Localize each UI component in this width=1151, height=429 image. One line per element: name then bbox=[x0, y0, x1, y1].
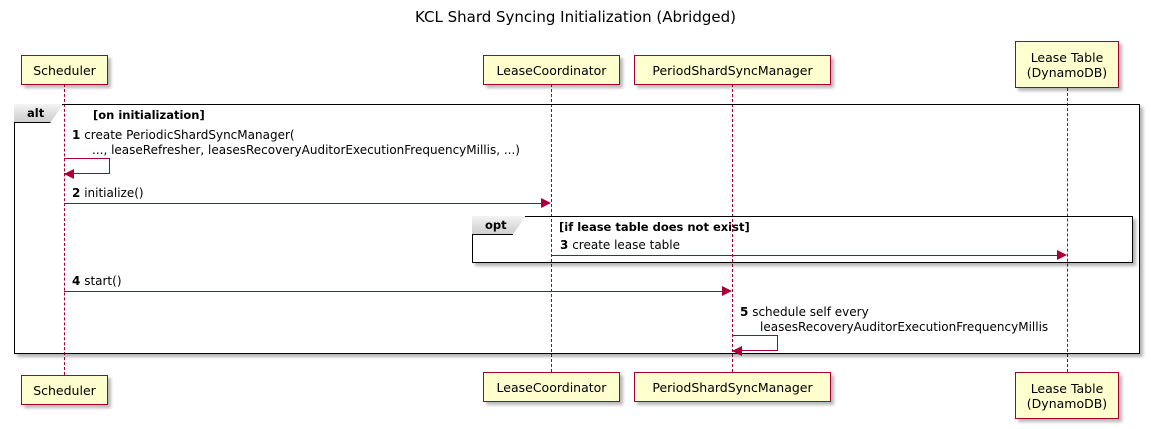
participant-lease-table-bottom[interactable]: Lease Table (DynamoDB) bbox=[1015, 372, 1119, 419]
fragment-alt: alt bbox=[14, 104, 1140, 354]
participant-scheduler-top[interactable]: Scheduler bbox=[21, 55, 108, 85]
message-4-number: 4 bbox=[72, 274, 81, 288]
message-1-text-line2: ..., leaseRefresher, leasesRecoveryAudit… bbox=[92, 143, 520, 157]
participant-scheduler-bottom[interactable]: Scheduler bbox=[21, 375, 108, 405]
participant-label: PeriodShardSyncManager bbox=[652, 379, 813, 395]
fragment-alt-condition: [on initialization] bbox=[93, 108, 205, 122]
message-2-text-line1: initialize() bbox=[84, 186, 144, 200]
lifeline-lease-coordinator bbox=[551, 84, 552, 372]
participant-label: PeriodShardSyncManager bbox=[652, 62, 813, 78]
message-4-line bbox=[64, 291, 723, 292]
lifeline-lease-table bbox=[1067, 88, 1068, 372]
fragment-opt-condition: [if lease table does not exist] bbox=[559, 220, 750, 234]
lifeline-period-shard-sync-manager bbox=[732, 84, 733, 372]
message-3-arrowhead bbox=[1057, 250, 1067, 260]
message-2-label: 2 initialize() bbox=[72, 186, 144, 201]
participant-label-line2: (DynamoDB) bbox=[1026, 64, 1108, 80]
message-3-text-line1: create lease table bbox=[572, 238, 681, 252]
lifeline-scheduler bbox=[64, 84, 65, 375]
message-4-label: 4 start() bbox=[72, 274, 122, 289]
participant-period-shard-sync-manager-top[interactable]: PeriodShardSyncManager bbox=[634, 55, 831, 85]
message-3-label: 3 create lease table bbox=[560, 238, 680, 253]
message-1-number: 1 bbox=[72, 128, 81, 142]
diagram-title: KCL Shard Syncing Initialization (Abridg… bbox=[415, 8, 736, 26]
participant-lease-coordinator-bottom[interactable]: LeaseCoordinator bbox=[483, 372, 620, 402]
message-3-number: 3 bbox=[560, 238, 569, 252]
participant-label: Scheduler bbox=[33, 62, 96, 78]
participant-label: Lease Table bbox=[1030, 380, 1104, 396]
message-2-line bbox=[64, 203, 542, 204]
message-5-label: 5 schedule self every leasesRecoveryAudi… bbox=[740, 305, 1048, 335]
message-5-number: 5 bbox=[740, 305, 749, 319]
participant-lease-table-top[interactable]: Lease Table (DynamoDB) bbox=[1015, 41, 1119, 88]
message-5-text-line2: leasesRecoveryAuditorExecutionFrequencyM… bbox=[760, 320, 1049, 334]
message-1-label: 1 create PeriodicShardSyncManager( ..., … bbox=[72, 128, 520, 158]
participant-label: LeaseCoordinator bbox=[496, 379, 607, 395]
message-2-arrowhead bbox=[541, 198, 551, 208]
participant-label-line2: (DynamoDB) bbox=[1026, 395, 1108, 411]
fragment-opt-operator-label: opt bbox=[485, 218, 507, 232]
participant-label: LeaseCoordinator bbox=[496, 62, 607, 78]
message-5-self-loop bbox=[732, 335, 778, 351]
message-4-arrowhead bbox=[722, 286, 732, 296]
message-5-arrowhead bbox=[732, 346, 742, 356]
message-3-line bbox=[551, 255, 1058, 256]
message-5-text-line1: schedule self every bbox=[752, 305, 869, 319]
fragment-alt-operator-label: alt bbox=[27, 106, 45, 120]
participant-label: Scheduler bbox=[33, 382, 96, 398]
message-4-text-line1: start() bbox=[84, 274, 122, 288]
message-1-self-loop bbox=[64, 158, 110, 174]
fragment-alt-operator-tab: alt bbox=[14, 104, 63, 123]
participant-lease-coordinator-top[interactable]: LeaseCoordinator bbox=[483, 55, 620, 85]
participant-period-shard-sync-manager-bottom[interactable]: PeriodShardSyncManager bbox=[634, 372, 831, 402]
message-2-number: 2 bbox=[72, 186, 81, 200]
fragment-opt-operator-tab: opt bbox=[472, 216, 526, 235]
fragment-opt: opt bbox=[472, 216, 1133, 263]
participant-label: Lease Table bbox=[1030, 49, 1104, 65]
message-1-text-line1: create PeriodicShardSyncManager( bbox=[84, 128, 295, 142]
message-1-arrowhead bbox=[64, 169, 74, 179]
